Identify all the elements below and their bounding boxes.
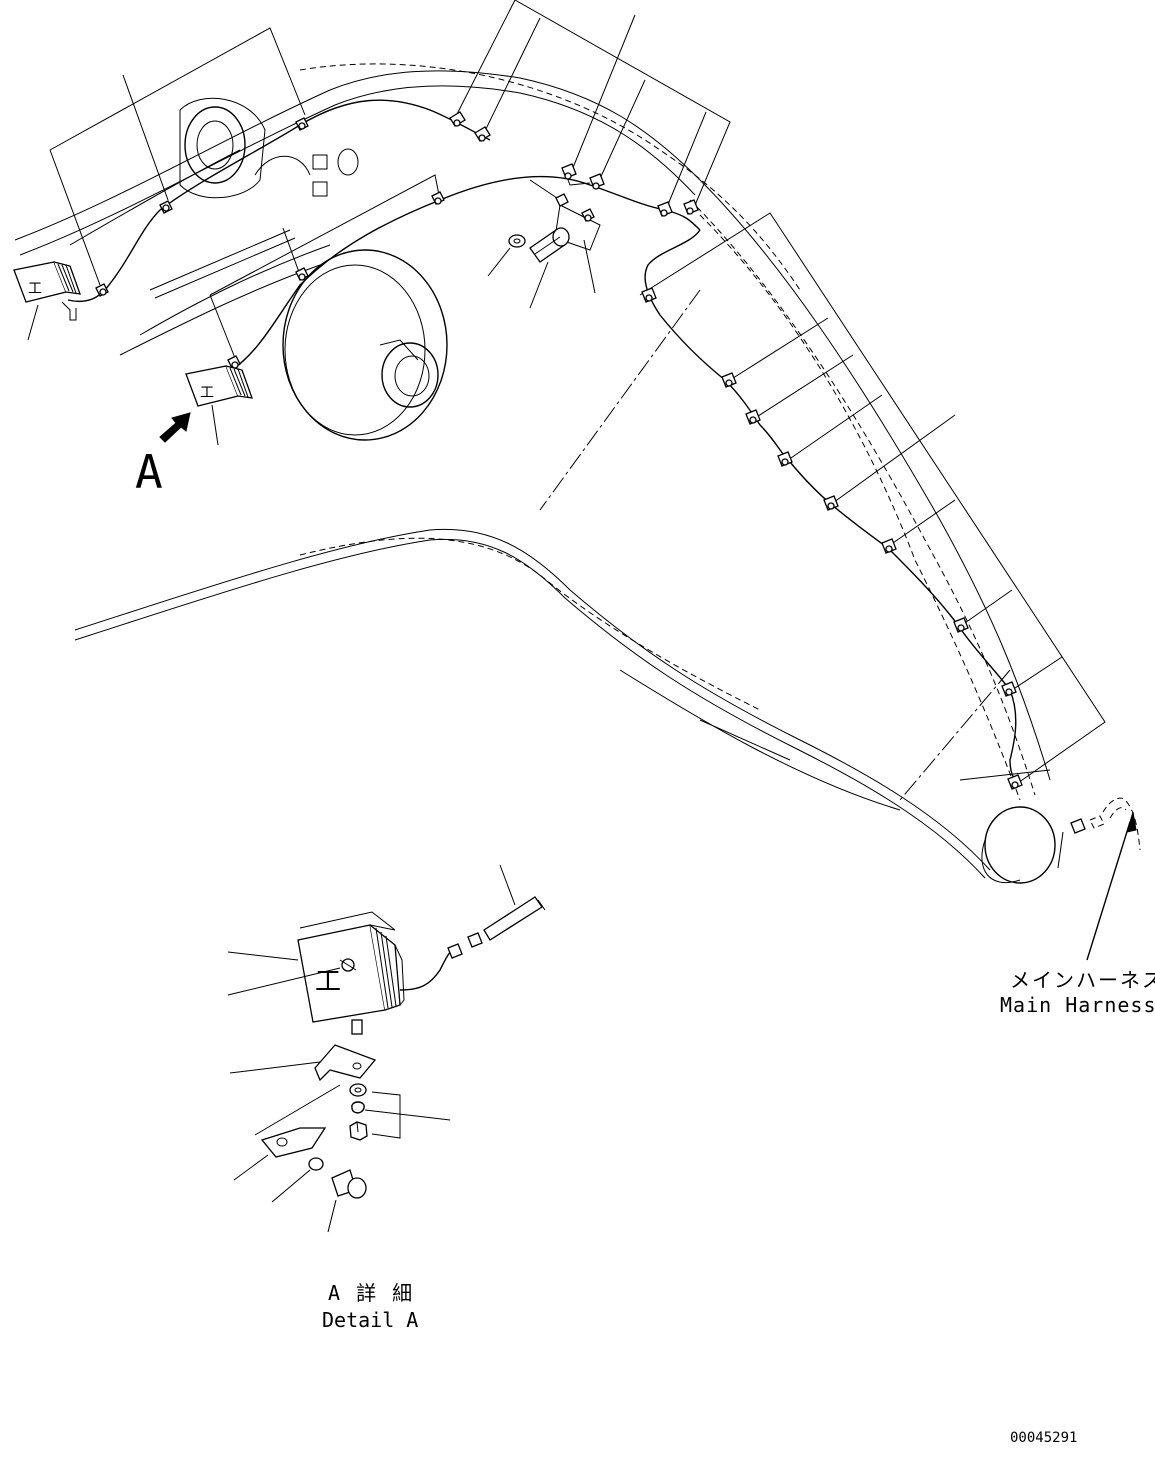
work-lamp-icon: 工 [13, 261, 81, 321]
harness-clamp-icon [159, 200, 173, 214]
connector-icon [1070, 818, 1086, 834]
main-harness-connector: メインハーネス Main Harness [1000, 797, 1155, 1017]
connector-icon [467, 932, 483, 948]
harness-clamp-icon [95, 283, 109, 297]
harness-clamp-icon [1007, 774, 1023, 790]
bolt-icon [331, 1169, 367, 1199]
detail-label-jp: A 詳 細 [328, 1281, 414, 1305]
main-harness-label-en: Main Harness [1000, 993, 1155, 1017]
boom-wiring-harness [67, 99, 1019, 784]
svg-text:工: 工 [200, 385, 214, 401]
bolt-icon [529, 227, 570, 263]
view-marker: A [135, 412, 191, 499]
harness-clamp-icon [777, 451, 793, 467]
drawing-number: 00045291 [1010, 1430, 1077, 1446]
harness-clamp-icon [657, 201, 673, 217]
washer-icon [508, 234, 526, 248]
washer-icon [308, 1157, 324, 1171]
harness-clamp-icon [745, 409, 761, 425]
nut-icon [349, 1121, 368, 1141]
connector-icon [447, 943, 463, 959]
harness-clamps [95, 111, 1023, 790]
harness-clamp-icon [295, 267, 309, 281]
washer-icon [351, 1101, 365, 1114]
arrow-right-icon [159, 412, 191, 443]
harness-clamp-icon [555, 193, 569, 207]
detail-label-en: Detail A [322, 1308, 418, 1332]
harness-clamp-icon [1001, 681, 1017, 697]
washer-icon [349, 1083, 367, 1097]
svg-text:工: 工 [28, 281, 42, 297]
harness-clamp-icon [431, 191, 445, 205]
work-lamp-icon: 工 [297, 911, 405, 1023]
harness-clamp-icon [581, 208, 595, 222]
harness-clamp-icon [227, 355, 241, 369]
harness-clamp-icon [641, 287, 657, 303]
work-lamp-icon: 工 [185, 365, 253, 407]
harness-clamp-icon [683, 199, 699, 215]
harness-clamp-icon [561, 163, 577, 180]
harness-clamp-icon [589, 173, 605, 190]
boom-structure [14, 63, 1056, 884]
harness-clamp-icon [474, 126, 491, 142]
callout-lines [27, 0, 1106, 869]
harness-clamp-icon [295, 117, 309, 131]
harness-clamp-icon [721, 372, 737, 388]
harness-clamp-icon [953, 617, 969, 633]
harness-clamp-icon [449, 111, 466, 127]
main-harness-label-jp: メインハーネス [1010, 968, 1155, 992]
harness-clamp-icon [881, 538, 897, 554]
view-marker-label: A [135, 445, 163, 499]
harness-clamp-icon [823, 495, 839, 511]
svg-text:工: 工 [315, 967, 341, 997]
detail-a: 工 [227, 864, 546, 1332]
